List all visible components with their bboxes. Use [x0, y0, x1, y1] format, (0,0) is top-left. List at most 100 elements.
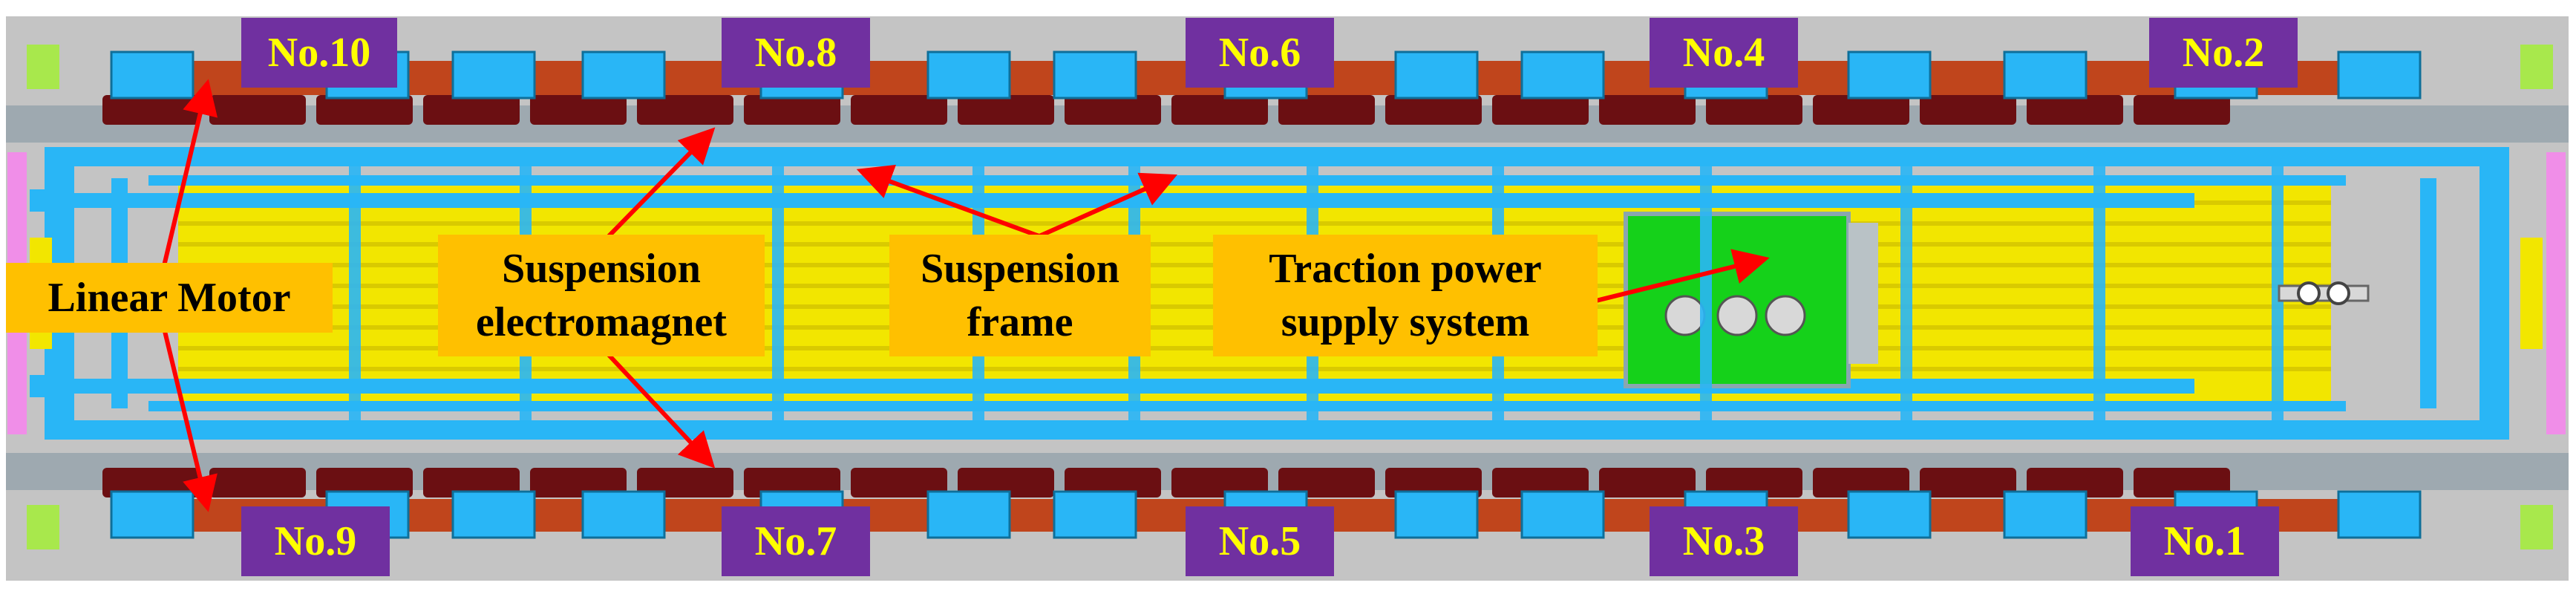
electromagnet-coil	[851, 95, 947, 125]
unit-badge-top-no8: No.8	[722, 18, 870, 88]
arrow-traction-power	[1595, 249, 1770, 303]
electromagnet-coil	[1813, 468, 1909, 498]
left-end-light-top	[27, 45, 59, 89]
electromagnet-coil	[530, 95, 627, 125]
electromagnet-coil	[423, 468, 520, 498]
arrow-frame-right	[1038, 172, 1177, 238]
top-electromagnet-row	[102, 95, 2230, 125]
unit-badge-bottom-no9: No.9	[241, 506, 390, 576]
electromagnet-coil	[2027, 95, 2123, 125]
unit-badge-top-no6: No.6	[1186, 18, 1334, 88]
motor-block	[581, 50, 666, 100]
motor-block	[110, 490, 194, 539]
electromagnet-coil	[1599, 468, 1696, 498]
electromagnet-coil	[102, 468, 199, 498]
unit-badge-top-no4: No.4	[1650, 18, 1798, 88]
left-end-light-bottom	[27, 505, 59, 549]
electromagnet-coil	[316, 95, 413, 125]
right-end-light-top	[2520, 45, 2553, 89]
electromagnet-coil	[1278, 95, 1375, 125]
unit-badge-top-no2: No.2	[2149, 18, 2298, 88]
unit-badge-top-no10: No.10	[241, 18, 397, 88]
callout-traction-power-supply: Traction power supply system	[1213, 235, 1598, 356]
electromagnet-coil	[637, 468, 733, 498]
unit-badge-bottom-no1: No.1	[2131, 506, 2279, 576]
electromagnet-coil	[209, 468, 306, 498]
motor-block	[926, 50, 1011, 100]
electromagnet-coil	[2134, 468, 2230, 498]
chamber-stripe	[178, 367, 2331, 371]
cross-beam	[1700, 149, 1712, 438]
electromagnet-coil	[1492, 95, 1589, 125]
electromagnet-coil	[2027, 468, 2123, 498]
electromagnet-coil	[209, 95, 306, 125]
electromagnet-coil	[1599, 95, 1696, 125]
motor-block	[926, 490, 1011, 539]
electromagnet-coil	[1706, 95, 1802, 125]
callout-traction-line-1: Traction power	[1269, 246, 1542, 292]
callout-linear-motor: Linear Motor	[6, 263, 333, 333]
electromagnet-coil	[1920, 95, 2016, 125]
power-unit-side-box	[1848, 223, 1878, 364]
electromagnet-coil	[1920, 468, 2016, 498]
motor-block	[451, 490, 536, 539]
electromagnet-coil	[1065, 468, 1161, 498]
chamber-stripe	[178, 221, 2331, 226]
unit-badge-bottom-no7: No.7	[722, 506, 870, 576]
motor-block	[2337, 50, 2422, 100]
electromagnet-coil	[102, 95, 199, 125]
arrow-linear-motor-up	[161, 79, 218, 270]
electromagnet-coil	[851, 468, 947, 498]
callout-linear-motor-text: Linear Motor	[48, 275, 291, 321]
electromagnet-coil	[530, 468, 627, 498]
motor-block	[1520, 490, 1605, 539]
bottom-electromagnet-row	[102, 468, 2230, 498]
electromagnet-coil	[1813, 95, 1909, 125]
callout-traction-line-2: supply system	[1281, 299, 1530, 345]
motor-block	[1520, 50, 1605, 100]
electromagnet-coil	[958, 95, 1054, 125]
unit-badge-bottom-no3: No.3	[1650, 506, 1798, 576]
callout-frame-line-1: Suspension	[921, 246, 1119, 292]
callout-frame-line-2: frame	[967, 299, 1073, 345]
motor-block	[2003, 50, 2088, 100]
motor-block	[1847, 50, 1932, 100]
cross-beam	[349, 149, 361, 438]
right-coupler	[2278, 281, 2370, 305]
motor-block	[1053, 50, 1137, 100]
electromagnet-coil	[637, 95, 733, 125]
electromagnet-coil	[1385, 95, 1482, 125]
cross-beam	[772, 149, 784, 438]
electromagnet-coil	[1385, 468, 1482, 498]
callout-suspension-frame: Suspension frame	[889, 235, 1151, 356]
arrow-linear-motor-down	[161, 324, 218, 512]
electromagnet-coil	[316, 468, 413, 498]
motor-block	[451, 50, 536, 100]
arrow-frame-left	[856, 164, 1041, 238]
motor-block	[1053, 490, 1137, 539]
right-end-yellow-block	[2520, 238, 2543, 349]
cross-beam	[1900, 149, 1912, 438]
electromagnet-coil	[1278, 468, 1375, 498]
callout-suspension-electromagnet: Suspension electromagnet	[438, 235, 765, 356]
electromagnet-coil	[744, 95, 840, 125]
arrow-electromagnet-up	[607, 127, 716, 238]
motor-block	[110, 50, 194, 100]
electromagnet-coil	[1065, 95, 1161, 125]
right-end-light-bottom	[2520, 505, 2553, 549]
electromagnet-coil	[2134, 95, 2230, 125]
callout-arrows	[161, 79, 1770, 512]
electromagnet-coil	[744, 468, 840, 498]
motor-block	[2003, 490, 2088, 539]
power-unit-port-3	[1765, 295, 1806, 336]
electromagnet-coil	[1492, 468, 1589, 498]
cross-beam	[2093, 149, 2105, 438]
unit-badge-bottom-no5: No.5	[1186, 506, 1334, 576]
electromagnet-coil	[1171, 468, 1268, 498]
electromagnet-coil	[423, 95, 520, 125]
right-end-cap	[2546, 152, 2566, 434]
motor-block	[1394, 490, 1479, 539]
power-unit-port-2	[1716, 295, 1758, 336]
motor-block	[581, 490, 666, 539]
callout-electromagnet-line-1: Suspension	[502, 246, 701, 292]
